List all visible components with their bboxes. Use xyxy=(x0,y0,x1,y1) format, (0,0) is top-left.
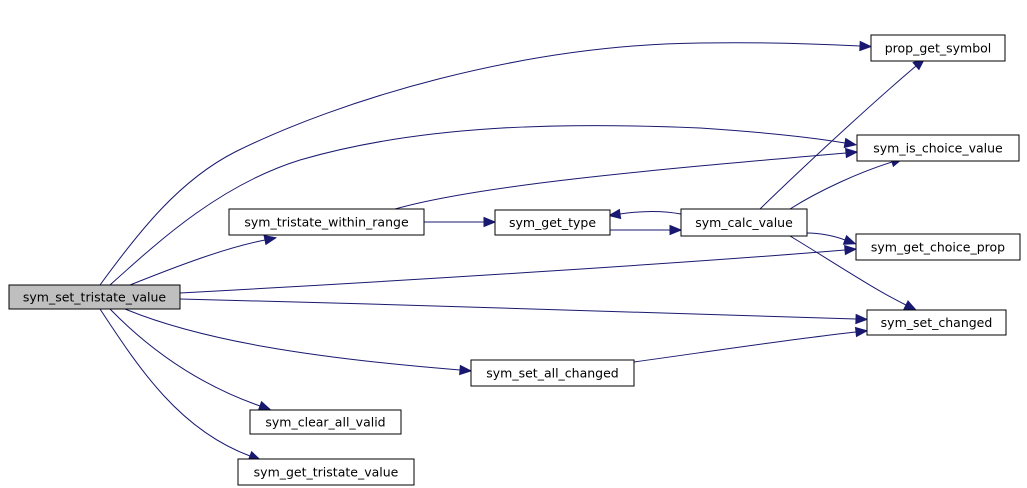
edge-sym-set-all-changed-to-sym-set-changed xyxy=(633,326,869,363)
node-box[interactable] xyxy=(870,34,1006,62)
arrowhead-icon xyxy=(844,244,858,256)
edge-sym-calc-value-to-sym-get-type xyxy=(607,208,682,220)
node-label: sym_tristate_within_range xyxy=(244,215,409,230)
node-label: sym_get_choice_prop xyxy=(871,240,1005,255)
edge-line xyxy=(124,308,461,371)
edge-line xyxy=(759,65,917,210)
node-label: sym_set_changed xyxy=(881,315,993,330)
edge-line xyxy=(806,232,846,241)
node-box[interactable] xyxy=(470,359,635,387)
edge-sym-set-tristate-value-to-sym-set-all-changed xyxy=(124,308,473,376)
node-label: sym_get_tristate_value xyxy=(254,465,399,480)
node-sym-set-tristate-value[interactable]: sym_set_tristate_value xyxy=(8,284,181,310)
node-label: sym_get_type xyxy=(509,215,596,230)
edge-sym-set-tristate-value-to-prop-get-symbol xyxy=(99,40,873,286)
edge-sym-tristate-within-range-to-sym-is-choice-value xyxy=(394,147,859,210)
node-box[interactable] xyxy=(680,208,808,237)
edge-sym-calc-value-to-sym-set-changed xyxy=(789,235,918,311)
arrowhead-icon xyxy=(257,400,272,411)
node-prop-get-symbol[interactable]: prop_get_symbol xyxy=(870,34,1006,62)
arrowhead-icon xyxy=(669,224,683,236)
arrowhead-icon xyxy=(859,40,873,52)
edge-sym-get-type-to-sym-calc-value xyxy=(610,224,683,236)
edge-sym-calc-value-to-sym-is-choice-value xyxy=(789,157,904,210)
arrowhead-icon xyxy=(845,147,859,159)
edge-sym-set-tristate-value-to-sym-get-choice-prop xyxy=(179,244,858,294)
edge-sym-set-tristate-value-to-sym-set-changed xyxy=(179,298,869,325)
arrowhead-icon xyxy=(607,208,622,220)
node-label: prop_get_symbol xyxy=(885,41,992,56)
edge-sym-set-tristate-value-to-sym-is-choice-value xyxy=(109,125,858,286)
edges-layer xyxy=(99,40,926,461)
edge-sym-calc-value-to-sym-get-choice-prop xyxy=(806,232,857,245)
node-sym-calc-value[interactable]: sym_calc_value xyxy=(680,208,808,237)
arrowhead-icon xyxy=(843,137,858,149)
edge-line xyxy=(179,298,857,320)
edge-line xyxy=(394,152,847,210)
edge-line xyxy=(109,125,846,286)
node-sym-tristate-within-range[interactable]: sym_tristate_within_range xyxy=(228,208,425,236)
arrowhead-icon xyxy=(483,216,497,228)
arrowhead-icon xyxy=(842,234,857,245)
edge-line xyxy=(109,308,261,407)
edge-line xyxy=(789,161,893,210)
edge-line xyxy=(99,42,861,286)
edge-line xyxy=(129,239,266,286)
edge-line xyxy=(619,210,682,215)
node-box[interactable] xyxy=(237,458,415,486)
node-sym-get-tristate-value[interactable]: sym_get_tristate_value xyxy=(237,458,415,486)
node-label: sym_set_all_changed xyxy=(486,366,618,381)
edge-line xyxy=(99,308,251,457)
node-sym-clear-all-valid[interactable]: sym_clear_all_valid xyxy=(249,409,402,435)
node-label: sym_is_choice_value xyxy=(873,141,1003,156)
edge-sym-set-tristate-value-to-sym-get-tristate-value xyxy=(99,308,262,461)
node-sym-get-choice-prop[interactable]: sym_get_choice_prop xyxy=(855,233,1021,261)
edge-line xyxy=(789,235,907,306)
node-box[interactable] xyxy=(8,284,181,310)
node-label: sym_set_tristate_value xyxy=(23,290,167,305)
edge-line xyxy=(179,249,846,294)
arrowhead-icon xyxy=(459,364,473,376)
arrowhead-icon xyxy=(854,326,869,338)
node-label: sym_calc_value xyxy=(695,215,793,230)
edge-line xyxy=(633,331,857,363)
node-sym-get-type[interactable]: sym_get_type xyxy=(494,209,611,236)
node-label: sym_clear_all_valid xyxy=(265,415,385,430)
arrowhead-icon xyxy=(263,234,278,246)
node-box[interactable] xyxy=(855,233,1021,261)
arrowhead-icon xyxy=(903,300,918,311)
edge-sym-calc-value-to-prop-get-symbol xyxy=(759,58,926,210)
node-box[interactable] xyxy=(228,208,425,236)
node-box[interactable] xyxy=(866,309,1007,336)
edge-sym-tristate-within-range-to-sym-get-type xyxy=(424,216,497,228)
node-sym-set-changed[interactable]: sym_set_changed xyxy=(866,309,1007,336)
node-box[interactable] xyxy=(494,209,611,236)
node-sym-set-all-changed[interactable]: sym_set_all_changed xyxy=(470,359,635,387)
node-sym-is-choice-value[interactable]: sym_is_choice_value xyxy=(856,134,1020,162)
edge-sym-set-tristate-value-to-sym-tristate-within-range xyxy=(129,234,278,286)
node-box[interactable] xyxy=(249,409,402,435)
node-box[interactable] xyxy=(856,134,1020,162)
arrowhead-icon xyxy=(855,313,869,325)
nodes-layer: sym_set_tristate_value sym_tristate_withi… xyxy=(8,34,1021,486)
